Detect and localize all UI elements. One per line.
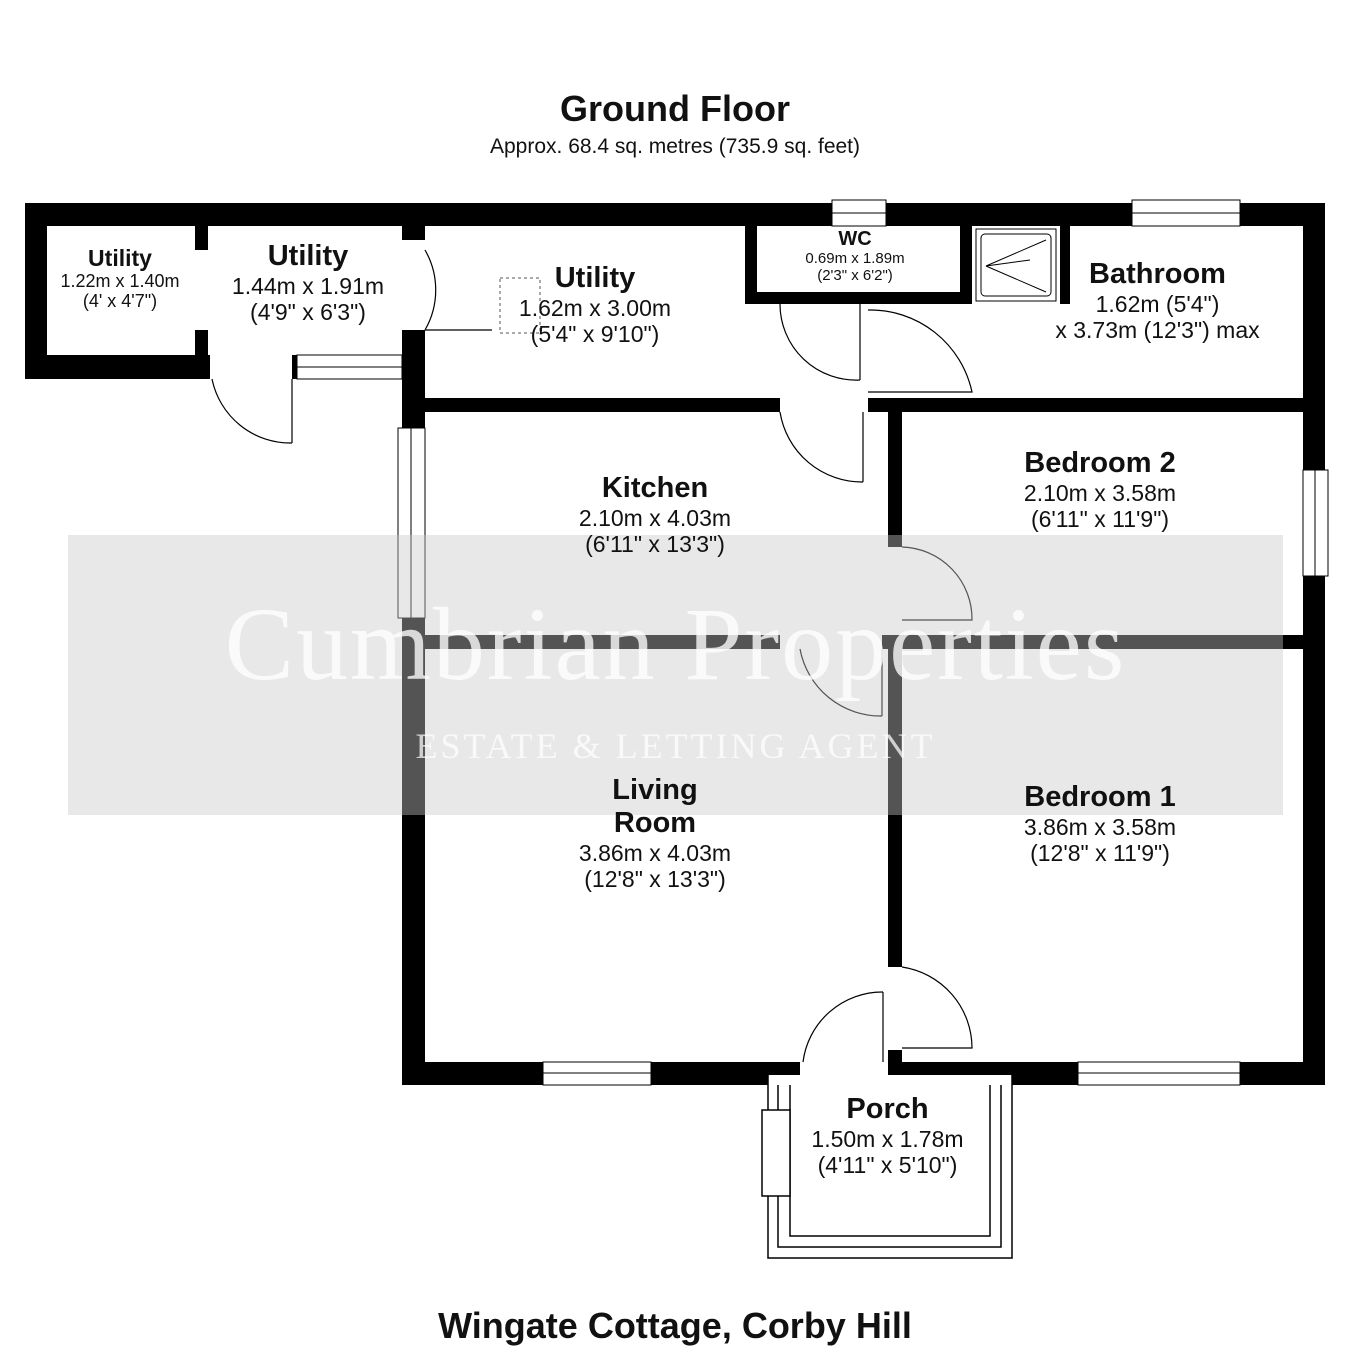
room-name: Utility xyxy=(554,262,636,294)
room-size-imperial: (6'11" x 11'9") xyxy=(1030,505,1170,532)
floor-title: Ground Floor xyxy=(560,88,790,129)
room-size-metric: 0.69m x 1.89m xyxy=(805,249,905,267)
room-name: Bedroom 1 xyxy=(1024,781,1176,813)
wall-porch-stub xyxy=(888,1050,902,1075)
room-size-metric: 1.62m x 3.00m xyxy=(518,294,672,321)
room-size-metric: 3.86m x 3.58m xyxy=(1023,813,1177,840)
wall-living-bed1 xyxy=(888,649,902,967)
room-size-metric: 1.44m x 1.91m xyxy=(231,272,385,299)
floor-area: Approx. 68.4 sq. metres (735.9 sq. feet) xyxy=(489,135,861,158)
room-size-imperial: (2'3" x 6'2") xyxy=(817,266,893,284)
appliance-outline xyxy=(499,277,541,334)
shower-tray xyxy=(975,228,1057,302)
door-opening xyxy=(210,355,292,379)
room-size-metric: 2.10m x 3.58m xyxy=(1023,479,1177,506)
wall-wc-left xyxy=(745,226,757,304)
room-name: Porch xyxy=(846,1093,929,1125)
room-size-imperial: (6'11" x 13'3") xyxy=(585,530,725,557)
room-wc: WC 0.69m x 1.89m (2'3" x 6'2") xyxy=(780,228,930,284)
room-size-metric: 2.10m x 4.03m xyxy=(578,504,732,531)
room-name: WC xyxy=(838,228,872,250)
front-door-opening xyxy=(800,1062,888,1085)
wall-bath-top xyxy=(960,226,972,304)
room-porch: Porch 1.50m x 1.78m (4'11" x 5'10") xyxy=(785,1093,990,1178)
room-size-metric: 1.22m x 1.40m xyxy=(60,270,180,291)
room-name: Living Room xyxy=(612,774,698,839)
door-opening xyxy=(195,250,208,330)
wall-bed2-bed1 xyxy=(882,635,1303,649)
wall-kitchen-bed2 xyxy=(888,412,902,547)
wall-bath-right xyxy=(1060,226,1070,304)
room-bedroom-2: Bedroom 2 2.10m x 3.58m (6'11" x 11'9") xyxy=(990,447,1210,532)
room-size-imperial: (4' x 4'7") xyxy=(82,291,158,312)
wall-wc-bottom xyxy=(745,292,960,304)
porch-bay xyxy=(761,1075,1013,1259)
wall-utility-kitchen xyxy=(425,398,780,412)
room-size-imperial: (4'11" x 5'10") xyxy=(817,1151,958,1178)
property-address: Wingate Cottage, Corby Hill xyxy=(438,1305,912,1346)
room-size-metric: 1.50m x 1.78m xyxy=(811,1125,964,1152)
room-bedroom-1: Bedroom 1 3.86m x 3.58m (12'8" x 11'9") xyxy=(990,781,1210,866)
room-size-imperial: (12'8" x 11'9") xyxy=(1030,839,1170,866)
room-name: Bathroom xyxy=(1089,258,1226,290)
room-utility-large: Utility 1.62m x 3.00m (5'4" x 9'10") xyxy=(495,262,695,347)
room-kitchen: Kitchen 2.10m x 4.03m (6'11" x 13'3") xyxy=(545,472,765,557)
room-size-imperial: (4'9" x 6'3") xyxy=(250,298,366,325)
wall-kitchen-living xyxy=(425,635,780,649)
room-size-imperial: (12'8" x 13'3") xyxy=(584,865,726,892)
room-name: Utility xyxy=(88,245,152,271)
room-size-metric: 1.62m (5'4") xyxy=(1095,290,1220,317)
room-living-room: Living Room 3.86m x 4.03m (12'8" x 13'3"… xyxy=(545,774,765,892)
wall-wc-bed2 xyxy=(868,398,1303,412)
room-utility-mid: Utility 1.44m x 1.91m (4'9" x 6'3") xyxy=(208,240,408,325)
room-name: Kitchen xyxy=(601,472,709,504)
door-opening xyxy=(402,240,425,330)
room-utility-small: Utility 1.22m x 1.40m (4' x 4'7") xyxy=(45,245,195,312)
room-size-imperial: x 3.73m (12'3") max xyxy=(1055,316,1260,343)
room-bathroom: Bathroom 1.62m (5'4") x 3.73m (12'3") ma… xyxy=(1030,258,1285,343)
door-swings xyxy=(211,249,973,1063)
room-name: Bedroom 2 xyxy=(1024,447,1176,479)
room-size-metric: 3.86m x 4.03m xyxy=(578,839,732,866)
room-size-imperial: (5'4" x 9'10") xyxy=(530,320,660,347)
room-name: Utility xyxy=(267,240,349,272)
